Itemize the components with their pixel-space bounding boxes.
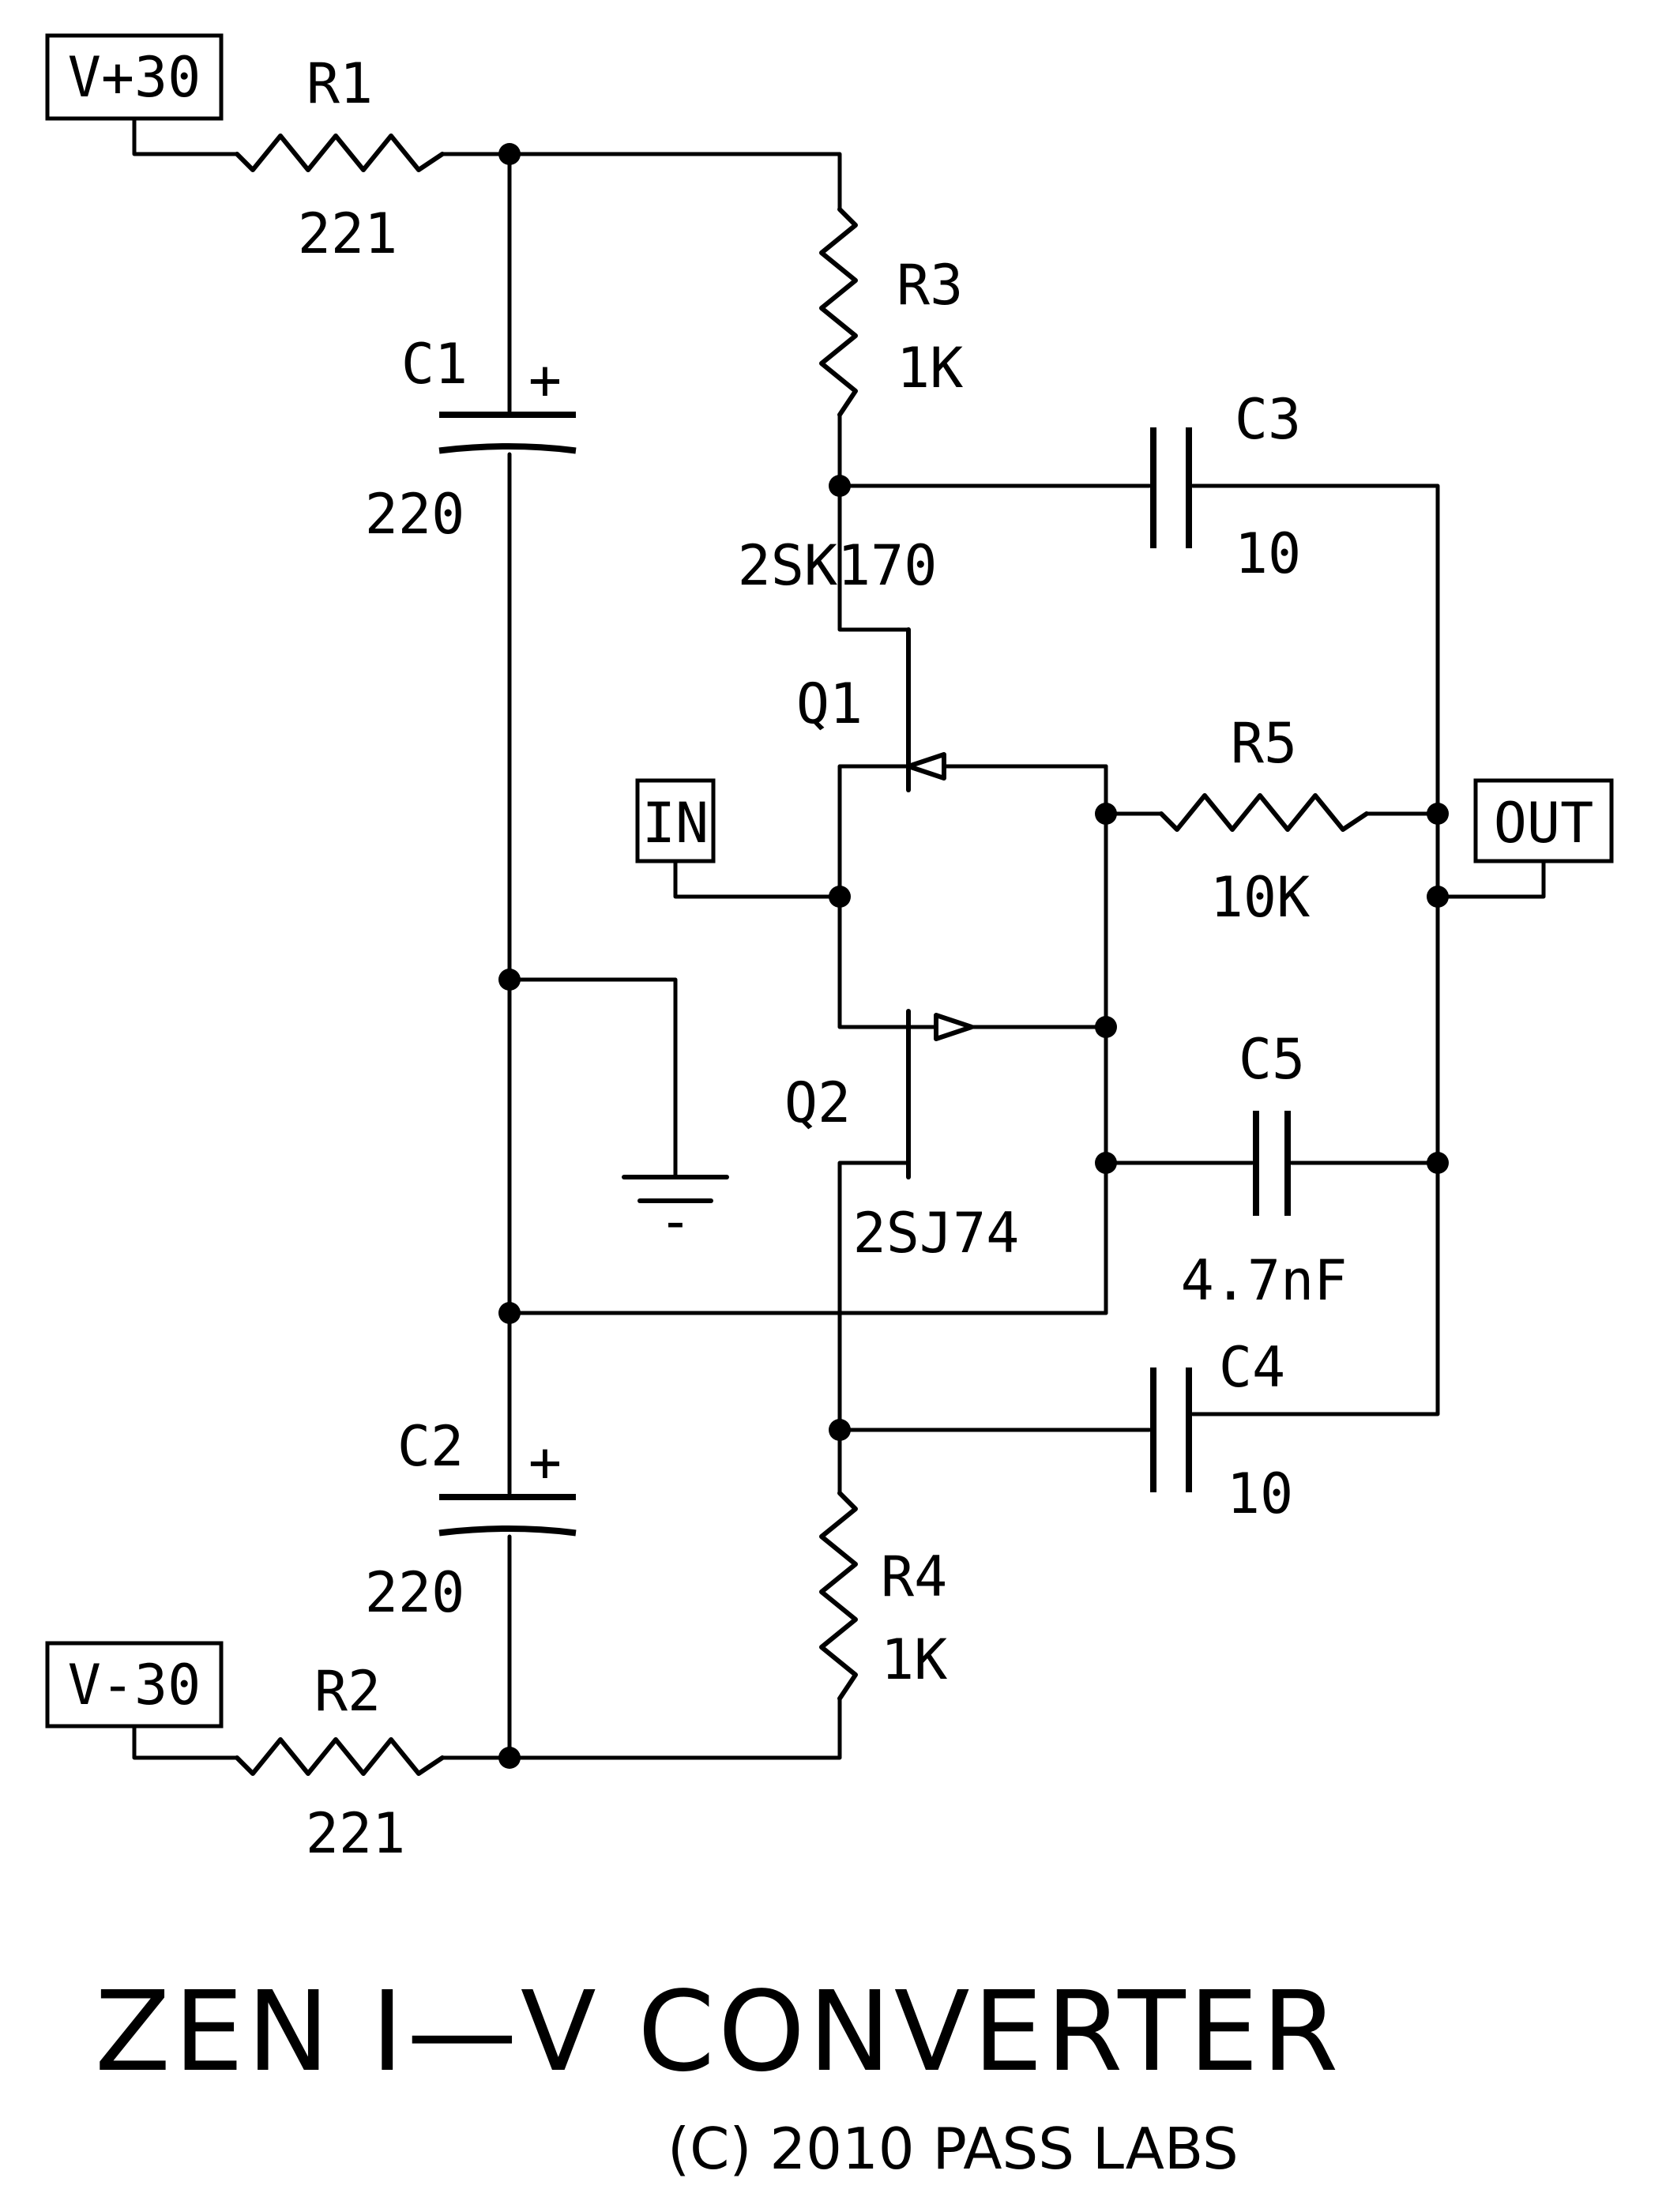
c5-ref: C5 xyxy=(1239,1027,1305,1092)
copyright-notice: (C) 2010 PASS LABS xyxy=(668,2116,1239,2182)
r5-ref: R5 xyxy=(1231,711,1297,776)
capacitor-c1: C1 + 220 xyxy=(365,332,577,547)
r1-value: 221 xyxy=(298,201,397,266)
r3-ref: R3 xyxy=(897,253,963,318)
ground-symbol: - xyxy=(622,1175,729,1254)
r1-ref: R1 xyxy=(306,51,373,116)
q1-part: 2SK170 xyxy=(738,533,938,598)
r3-value: 1K xyxy=(897,336,963,401)
resistor-r2: R2 221 xyxy=(235,1659,445,1866)
c2-ref: C2 xyxy=(397,1414,464,1479)
c3-value: 10 xyxy=(1235,521,1301,586)
diagram-title: ZEN I—V CONVERTER xyxy=(95,1968,1341,2097)
c1-value: 220 xyxy=(365,482,464,547)
transistor-q2: Q2 2SJ74 xyxy=(784,1009,1020,1266)
c4-ref: C4 xyxy=(1219,1335,1285,1400)
q1-ref: Q1 xyxy=(796,672,863,736)
port-vplus: V+30 xyxy=(45,33,224,121)
r4-value: 1K xyxy=(881,1627,947,1692)
resistor-r4: R4 1K xyxy=(819,1491,947,1701)
port-vplus-label: V+30 xyxy=(68,45,201,110)
resistor-r5: R5 10K xyxy=(1159,711,1369,930)
port-vminus-label: V-30 xyxy=(68,1653,201,1717)
ground-minus: - xyxy=(659,1189,692,1254)
c1-ref: C1 xyxy=(401,332,468,397)
r5-value: 10K xyxy=(1210,865,1310,930)
r4-ref: R4 xyxy=(881,1544,947,1609)
c4-value: 10 xyxy=(1227,1462,1293,1526)
resistor-r1: R1 221 xyxy=(235,51,445,266)
capacitor-c2: C2 + 220 xyxy=(365,1414,577,1625)
q2-ref: Q2 xyxy=(784,1070,851,1135)
r2-ref: R2 xyxy=(314,1659,381,1724)
c3-ref: C3 xyxy=(1235,387,1301,452)
q2-part: 2SJ74 xyxy=(853,1201,1020,1266)
port-in: IN xyxy=(635,778,716,863)
capacitor-c4: C4 10 xyxy=(1150,1335,1293,1526)
capacitor-c5: C5 4.7nF xyxy=(1181,1027,1348,1313)
c1-polarity: + xyxy=(528,348,562,412)
c2-polarity: + xyxy=(528,1430,562,1495)
port-in-label: IN xyxy=(642,791,709,856)
c2-value: 220 xyxy=(365,1560,464,1625)
port-out-label: OUT xyxy=(1494,791,1593,856)
port-out: OUT xyxy=(1473,778,1614,863)
wires xyxy=(132,116,1546,1760)
c5-value: 4.7nF xyxy=(1181,1248,1348,1313)
port-vminus: V-30 xyxy=(45,1641,224,1729)
resistor-r3: R3 1K xyxy=(819,207,963,417)
capacitor-c3: C3 10 xyxy=(1150,387,1301,586)
transistor-q1: 2SK170 Q1 xyxy=(738,533,958,792)
junction-dots xyxy=(498,143,1449,1769)
r2-value: 221 xyxy=(306,1801,405,1866)
